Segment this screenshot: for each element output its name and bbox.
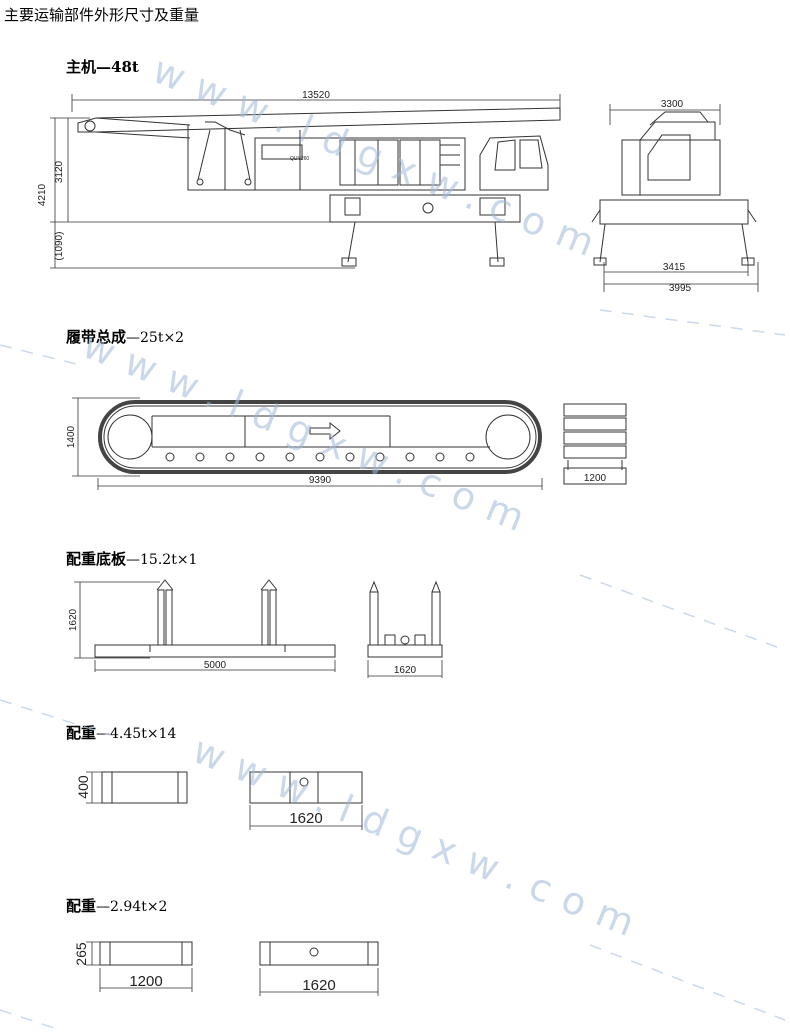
base-plate-end-view (367, 580, 443, 678)
track-rollers (165, 452, 475, 462)
watermark-dashes (0, 309, 786, 1031)
section-label-track: 履带总成—25t×2 (66, 328, 185, 346)
dim-cw1-height: 400 (75, 775, 91, 799)
dim-cw1-length: 1620 (289, 810, 322, 827)
dim-main-height-total: 4210 (37, 183, 48, 206)
dim-cw2-width: 1200 (129, 973, 162, 990)
dim-main-width-top: 3300 (661, 99, 684, 110)
counterweight-1-views (86, 771, 363, 830)
section-label-main: 主机—48t (66, 58, 139, 76)
watermark-3: www.ldgxw.com (187, 728, 654, 951)
base-plate-side-view (74, 579, 336, 672)
dim-cw2-length: 1620 (302, 977, 335, 994)
dim-track-width: 1200 (584, 473, 607, 484)
dim-main-height-upper: 3120 (54, 160, 65, 183)
watermark-2: www.ldgxw.com (77, 323, 544, 546)
section-label-base: 配重底板—15.2t×1 (66, 550, 198, 568)
dim-main-width-total: 3995 (669, 283, 692, 294)
dim-base-width: 1620 (394, 665, 417, 676)
counterweight-2-views (86, 941, 379, 996)
main-body-text: QUY260 (290, 156, 309, 162)
dim-cw2-height: 265 (73, 942, 89, 966)
dim-main-length: 13520 (302, 90, 330, 101)
track-assembly-end-view (563, 403, 627, 485)
main-machine-side-view (50, 94, 561, 269)
dim-base-height: 1620 (68, 608, 79, 631)
section-label-counterweight-2: 配重—2.94t×2 (66, 897, 168, 915)
watermark-group: www.ldgxw.com www.ldgxw.com www.ldgxw.co… (77, 48, 654, 951)
dim-main-track-gauge: 3415 (663, 262, 686, 273)
page-title: 主要运输部件外形尺寸及重量 (4, 6, 200, 24)
watermark-1: www.ldgxw.com (147, 48, 614, 271)
main-machine-front-view (591, 104, 759, 292)
dim-main-height-lower: (1090) (54, 232, 65, 261)
dim-track-height: 1400 (66, 425, 77, 448)
dim-base-length: 5000 (204, 660, 227, 671)
track-assembly-side-view (72, 397, 543, 490)
dim-track-length: 9390 (309, 475, 332, 486)
